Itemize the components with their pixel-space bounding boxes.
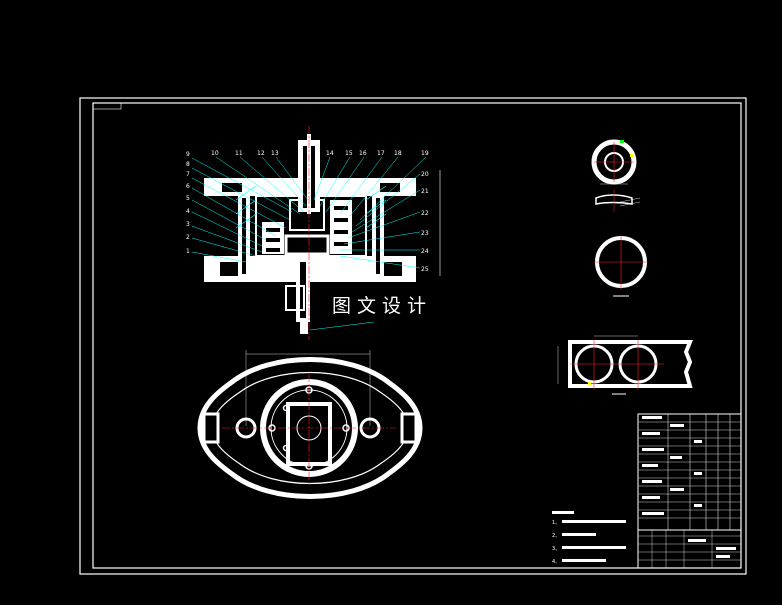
part-number-3: 3	[186, 221, 190, 228]
corner-tag	[92, 102, 122, 110]
part-number-6: 6	[186, 183, 190, 190]
part-number-18: 18	[394, 150, 402, 157]
part-number-24: 24	[421, 248, 429, 255]
part-number-15: 15	[345, 150, 353, 157]
part-number-8: 8	[186, 161, 190, 168]
part-number-labels: 1 2 3 4 5 6 7 8 9 10 11 12 13 14 15 16 1…	[186, 150, 429, 273]
ring-detail-view	[591, 139, 641, 212]
part-number-11: 11	[235, 150, 243, 157]
part-number-1: 1	[186, 248, 190, 255]
part-number-16: 16	[359, 150, 367, 157]
part-number-19: 19	[421, 150, 429, 157]
part-number-7: 7	[186, 171, 190, 178]
part-number-22: 22	[421, 210, 429, 217]
part-number-14: 14	[326, 150, 334, 157]
title-block	[637, 413, 742, 569]
double-bore-view	[557, 335, 693, 395]
part-number-10: 10	[211, 150, 219, 157]
part-number-5: 5	[186, 195, 190, 202]
part-number-20: 20	[421, 171, 429, 178]
part-number-17: 17	[377, 150, 385, 157]
bore-circle-view	[594, 236, 648, 297]
plan-view	[197, 350, 423, 499]
part-number-9: 9	[186, 151, 190, 158]
assembly-section-view	[191, 126, 441, 340]
part-number-2: 2	[186, 234, 190, 241]
outer-frame	[79, 97, 747, 575]
tech-note-3: 3、	[552, 546, 560, 552]
part-number-23: 23	[421, 230, 429, 237]
tech-note-1: 1、	[552, 520, 560, 526]
watermark-text: 图文设计	[332, 295, 432, 317]
part-number-4: 4	[186, 208, 190, 215]
part-number-12: 12	[257, 150, 265, 157]
part-number-25: 25	[421, 266, 429, 273]
tech-note-4: 4、	[552, 559, 560, 565]
inner-frame	[92, 102, 742, 569]
part-number-21: 21	[421, 188, 429, 195]
tech-note-2: 2、	[552, 533, 560, 539]
technical-notes: 1、 2、 3、 4、	[552, 511, 626, 565]
part-number-13: 13	[271, 150, 279, 157]
